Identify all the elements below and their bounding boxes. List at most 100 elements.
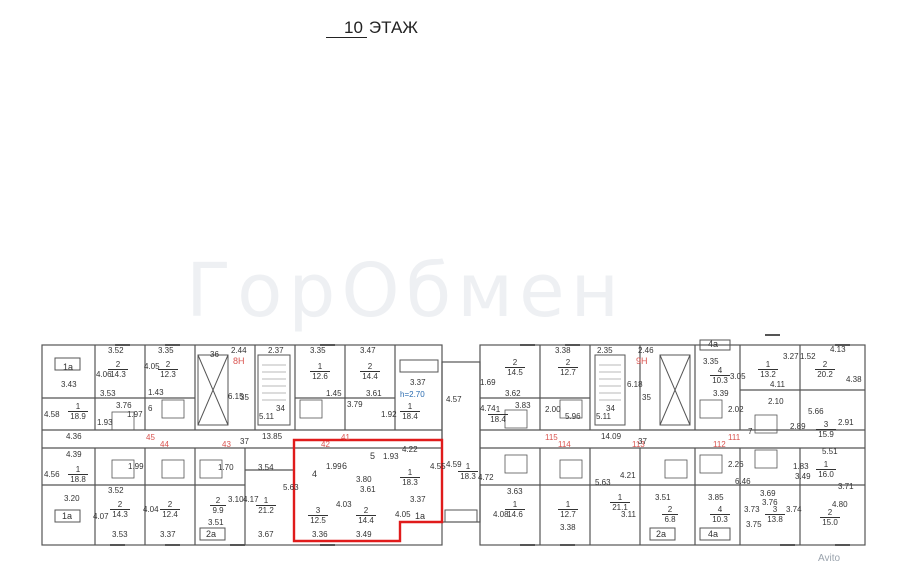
balcony-label: 1а: [415, 511, 426, 521]
room-dim: 3.36: [312, 530, 328, 539]
corridor-number: 43: [222, 440, 231, 449]
dim-label: 5.11: [596, 412, 611, 421]
dim-label: 1.69: [480, 378, 496, 387]
room-dim: 3.47: [360, 346, 376, 355]
dim-label: 1.97: [127, 410, 143, 419]
dim-label: 4.17: [243, 495, 259, 504]
dim-label: 2.10: [768, 397, 784, 406]
stair-number: 7: [748, 427, 753, 436]
dim-label: 4.07: [93, 512, 109, 521]
room-dim: 3.49: [356, 530, 372, 539]
room-dim: 3.51: [655, 493, 671, 502]
stair-number: 6: [148, 404, 153, 413]
room-dim: 4.72: [478, 473, 494, 482]
corridor-number: 41: [341, 433, 350, 442]
stair-number: 37: [638, 437, 647, 446]
dim-label: 1.92: [381, 410, 397, 419]
room-dim: 3.67: [258, 530, 274, 539]
dim-label: 5.96: [565, 412, 581, 421]
corridor-dim: 3.79: [347, 400, 363, 409]
corridor-number: 111: [728, 433, 741, 442]
room-dim: 4.80: [832, 500, 848, 509]
corridor-number: 45: [146, 433, 155, 442]
dim-label: 4.11: [770, 380, 785, 389]
stairwell-right: [594, 354, 626, 426]
room-dim: 3.20: [64, 494, 80, 503]
room-dim: 4.13: [830, 345, 846, 354]
room-dim: 3.37: [160, 530, 176, 539]
room-dim: 5.66: [808, 407, 824, 416]
floor-word: ЭТАЖ: [368, 18, 418, 37]
floor-title: 10 ЭТАЖ: [326, 18, 418, 42]
room-dim: 3.35: [703, 357, 719, 366]
bath-fixture-number: 5: [370, 451, 376, 461]
dim-label: 3.11: [621, 510, 636, 519]
dim-label: 6.18: [627, 380, 643, 389]
floor-number: 10: [326, 19, 367, 38]
room-dim: 3.43: [61, 380, 77, 389]
room-dim: 1.93: [383, 452, 399, 461]
stairwell-left: [257, 354, 291, 426]
section-label-right: 9Н: [636, 356, 648, 366]
dim-label: 3.61: [366, 389, 382, 398]
dim-label: 3.75: [746, 520, 762, 529]
stair-number: 34: [276, 404, 285, 413]
dim-label: 1.45: [326, 389, 342, 398]
room-dim: 5.51: [822, 447, 838, 456]
dim-label: 1.52: [800, 352, 816, 361]
dim-label: 3.52: [108, 486, 124, 495]
room-dim: 3.53: [112, 530, 128, 539]
dim-label: 2.00: [545, 405, 561, 414]
dim-label: 2.89: [790, 422, 806, 431]
center-link-outline: [441, 361, 481, 523]
balcony-label: 2а: [206, 529, 217, 539]
dim-label: 4.59: [446, 460, 462, 469]
watermark-text: ГорОбмен: [186, 248, 625, 334]
dim-label: 4.05: [144, 362, 160, 371]
room-dim: 1.99: [326, 462, 342, 471]
ceiling-height-note: h=2.70: [400, 390, 425, 399]
dim-label: 3.74: [786, 505, 802, 514]
dim-label: 2.37: [268, 346, 284, 355]
stair-number: 35: [642, 393, 651, 402]
dim-label: 2.44: [231, 346, 247, 355]
room-dim: 3.35: [158, 346, 174, 355]
room-dim: 3.85: [708, 493, 724, 502]
room-dim: 3.38: [555, 346, 571, 355]
dim-label: 3.39: [713, 389, 729, 398]
balcony-label: 4а: [708, 529, 719, 539]
corridor-dim: 14.09: [601, 432, 622, 441]
balcony-label: 1а: [63, 362, 74, 372]
room-dim: 3.27: [783, 352, 799, 361]
dim-label: 5.11: [259, 412, 274, 421]
dim-label: 2.26: [728, 460, 744, 469]
dim-label: 2.02: [728, 405, 744, 414]
corridor-number: 112: [713, 440, 726, 449]
dim-label: 3.53: [100, 389, 116, 398]
